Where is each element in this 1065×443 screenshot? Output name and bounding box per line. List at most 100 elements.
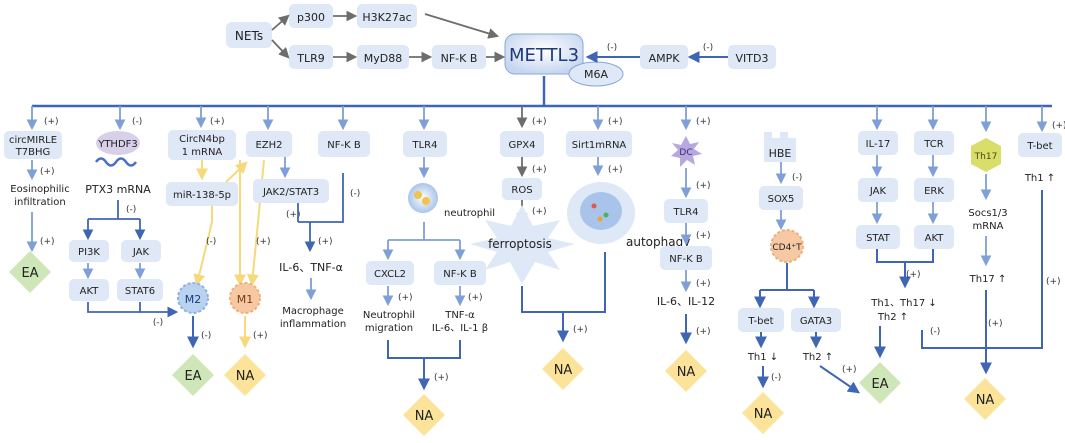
il6-tnf-label: IL-6、TNF-α <box>279 261 343 274</box>
cargo-1 <box>591 203 597 209</box>
tbet-b9-label: T-bet <box>747 316 773 327</box>
sign-b5: (-) <box>350 189 360 199</box>
neutrophil-cell <box>408 183 438 213</box>
autophagosome-inner <box>580 192 622 230</box>
sign-b3-m1: (+) <box>256 237 271 247</box>
sign-b7-4: (+) <box>608 165 623 175</box>
dc-label: DC <box>679 148 692 158</box>
ea-diamond-3 <box>859 362 901 404</box>
na-diamond-3 <box>542 348 584 390</box>
il6-il12-label: IL-6、IL-12 <box>657 295 715 308</box>
na-diamond-5 <box>742 392 784 434</box>
sign-b3-1: (+) <box>210 117 225 127</box>
neutrophil-nucleus-1 <box>414 191 422 199</box>
neutrophil-migration-2: migration <box>365 323 413 334</box>
sign-b7-2: (+) <box>532 165 547 175</box>
gpx4-box <box>500 131 544 157</box>
neutrophil-migration-1: Neutrophil <box>363 310 415 321</box>
sign-b8-4: (+) <box>696 279 711 289</box>
socs-line1: Socs1/3 <box>968 208 1007 219</box>
na-label-2: NA <box>415 409 434 424</box>
sign-b7-na: (+) <box>573 325 588 335</box>
sirt1-box <box>566 131 632 157</box>
cd4t-cell <box>770 229 804 263</box>
macrophage-line1: Macrophage <box>282 306 344 317</box>
erk-box <box>914 178 954 202</box>
circn4bp-box <box>168 130 236 160</box>
jak-b10-label: JAK <box>869 186 887 197</box>
neutrophil-label: neutrophil <box>444 208 495 219</box>
akt-b2-label: AKT <box>80 286 100 297</box>
ampk-box <box>640 45 688 69</box>
tlr4-b8-label: TLR4 <box>673 207 699 218</box>
nets-box <box>226 22 272 48</box>
ezh2-label: EZH2 <box>255 140 282 151</box>
jak-b2-label: JAK <box>132 247 150 258</box>
ferroptosis-burst <box>470 205 575 284</box>
myd88-box <box>357 45 409 69</box>
erk-label: ERK <box>924 186 944 197</box>
na-label-4: NA <box>677 365 696 380</box>
na-label-5: NA <box>754 407 773 422</box>
branch-dc: (+) DC (+) TLR4 (+) NF-K B (+) IL-6、IL-1… <box>657 106 715 392</box>
sign-m1-na: (+) <box>253 331 268 341</box>
p300-box <box>289 4 333 28</box>
sign-b8-2: (+) <box>696 181 711 191</box>
pi3k-box <box>69 240 109 262</box>
branch-ferroptosis-autophagy: (+) GPX4 (+) ROS (+) ferroptosis (+) Sir… <box>470 106 690 390</box>
circmirle-line2: T7BHG <box>15 147 51 158</box>
th17-cell <box>971 138 1001 172</box>
hbe-cell <box>764 132 796 162</box>
na-label-3: NA <box>554 363 573 378</box>
ea-label-2: EA <box>184 369 201 384</box>
ea-label-3: EA <box>871 377 888 392</box>
cargo-2 <box>603 212 609 218</box>
tbet-b12-box <box>1018 133 1062 157</box>
m6a-label: M6A <box>584 68 608 81</box>
nfkb-b6-box <box>434 261 486 285</box>
cxcl2-label: CXCL2 <box>374 269 406 280</box>
th17-label: Th17 <box>974 152 998 162</box>
tbet-b9-box <box>738 308 784 332</box>
sign-b6-r: (+) <box>468 293 483 303</box>
tcr-box <box>914 131 954 155</box>
m2-label: M2 <box>185 293 202 306</box>
sign-b12-2: (+) <box>1046 277 1061 287</box>
autophagy-label: autophagy <box>626 235 690 249</box>
eosinophilic-line1: Eosinophilic <box>10 184 69 195</box>
top-arrows <box>271 10 506 63</box>
ea-label-1: EA <box>21 266 38 281</box>
gpx4-label: GPX4 <box>509 140 536 151</box>
vitd3-box <box>728 45 776 69</box>
nfkb-top-box <box>432 45 486 69</box>
sign-b3-m2: (-) <box>206 237 216 247</box>
sign-b6-na: (+) <box>434 373 449 383</box>
branch-circn4bp: (+) CircN4bp 1 mRNA miR-138-5p (-) (+) <box>166 106 271 287</box>
mir138-box <box>166 182 238 206</box>
hbe-label: HBE <box>769 147 792 160</box>
tlr9-label: TLR9 <box>296 52 325 65</box>
sign-b7-3: (+) <box>532 207 547 217</box>
ampk-label: AMPK <box>649 52 681 65</box>
cargo-3 <box>597 216 603 222</box>
ptx3-label: PTX3 mRNA <box>85 183 151 196</box>
tnf-line1: TNF-α <box>444 310 475 321</box>
sign-b8-5: (+) <box>696 327 711 337</box>
tlr4-b6-box <box>403 131 447 157</box>
gata3-label: GATA3 <box>800 316 832 327</box>
sign-b2-1: (-) <box>132 117 142 127</box>
sign-b11: (+) <box>988 319 1003 329</box>
tlr9-box <box>289 45 333 69</box>
na-label-6: NA <box>976 393 995 408</box>
sign-b9-1: (-) <box>792 173 802 183</box>
na-diamond-4 <box>665 350 707 392</box>
il17-label: IL-17 <box>866 139 891 150</box>
nfkb-b8-box <box>660 246 712 270</box>
na-diamond-6 <box>964 378 1006 420</box>
macrophage-polarization: M2 M1 (-) (+) EA NA <box>172 282 268 396</box>
myd88-label: MyD88 <box>364 52 402 65</box>
sign-b1-3: (+) <box>40 237 55 247</box>
pi3k-label: PI3K <box>78 247 100 258</box>
h3k27ac-box <box>357 4 417 28</box>
th2-up-label: Th2 ↑ <box>802 352 833 363</box>
